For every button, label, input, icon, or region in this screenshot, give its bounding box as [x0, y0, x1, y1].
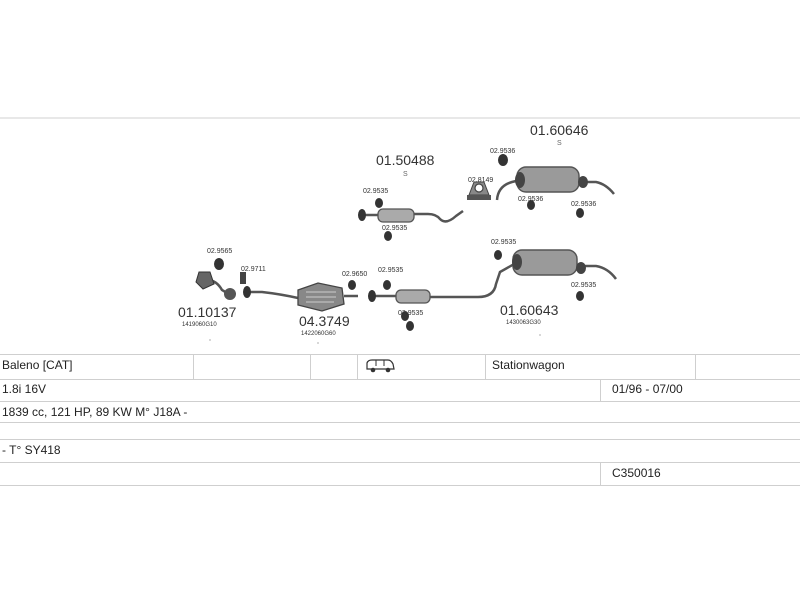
ring-icon: [401, 311, 409, 321]
part-number-01-60646: 01.60646: [530, 122, 589, 138]
fitting-label: 02.9535: [378, 267, 403, 274]
part-number-01-10137: 01.10137: [178, 304, 237, 320]
ring-icon: [576, 208, 584, 218]
oe-number: 1430063G30: [506, 320, 541, 326]
fitting-label: 02.9535: [363, 188, 388, 195]
model-cell: Baleno [CAT]: [2, 358, 73, 372]
fitting-label: 02.8149: [468, 177, 493, 184]
ring-icon: [384, 231, 392, 241]
table-row-type: - T° SY418: [0, 440, 800, 463]
rear-silencer-lower: [430, 249, 618, 299]
fitting-label: 02.9536: [490, 148, 515, 155]
fitting-label: 02.9650: [342, 271, 367, 278]
clamp-icon: [512, 254, 522, 270]
catalytic-converter: [247, 282, 358, 312]
ring-icon: [375, 198, 383, 208]
ring-icon: [527, 200, 535, 210]
fitting-label: 02.9536: [518, 196, 543, 203]
clamp-icon: [578, 176, 588, 188]
type-cell: - T° SY418: [2, 443, 61, 457]
table-row-code: C350016: [0, 463, 800, 486]
clamp-icon: [515, 172, 525, 188]
middle-pipe-lower: [371, 289, 431, 304]
years-cell: 01/96 - 07/00: [612, 382, 683, 396]
rear-silencer-upper: [495, 166, 615, 201]
ring-icon: [498, 154, 508, 166]
table-row-engine: 1.8i 16V 01/96 - 07/00: [0, 379, 800, 402]
engine-cell: 1.8i 16V: [2, 382, 47, 396]
middle-pipe-upper: [362, 208, 464, 223]
oe-number: 1419060G10: [182, 322, 217, 328]
fitting-label: 02.9535: [398, 310, 423, 317]
gasket-icon: [214, 258, 224, 270]
spec-cell: 1839 cc, 121 HP, 89 KW M° J18A -: [2, 405, 188, 419]
ring-icon: [383, 280, 391, 290]
table-row-model: Baleno [CAT] Stationwagon: [0, 354, 800, 380]
spring-icon: [240, 272, 246, 284]
part-number-01-50488: 01.50488: [376, 152, 435, 168]
bracket-icon: [467, 181, 491, 200]
ring-icon: [406, 321, 414, 331]
clamp-icon: [243, 286, 251, 298]
code-cell: C350016: [612, 466, 661, 480]
fitting-label: 02.9535: [382, 225, 407, 232]
fitting-label: 02.9536: [571, 201, 596, 208]
part-number-04-3749: 04.3749: [299, 313, 350, 329]
van-icon: [362, 355, 412, 379]
table-row-empty: [0, 423, 800, 440]
ring-icon: [576, 291, 584, 301]
body-type-cell: Stationwagon: [492, 358, 565, 372]
part-suffix: S: [403, 171, 408, 178]
fitting-label: 02.9535: [491, 239, 516, 246]
oe-number: 1422060G60: [301, 331, 336, 337]
table-row-spec: 1839 cc, 121 HP, 89 KW M° J18A -: [0, 402, 800, 423]
ring-icon: [348, 280, 356, 290]
clamp-icon: [224, 288, 236, 300]
flange-icon: [195, 271, 215, 290]
part-suffix: S: [557, 140, 562, 147]
fitting-label: 02.9711: [241, 266, 266, 273]
part-number-01-60643: 01.60643: [500, 302, 559, 318]
fitting-label: 02.9535: [571, 282, 596, 289]
fitting-label: 02.9565: [207, 248, 232, 255]
clamp-icon: [576, 262, 586, 274]
ring-icon: [494, 250, 502, 260]
clamp-icon: [358, 209, 366, 221]
clamp-icon: [368, 290, 376, 302]
